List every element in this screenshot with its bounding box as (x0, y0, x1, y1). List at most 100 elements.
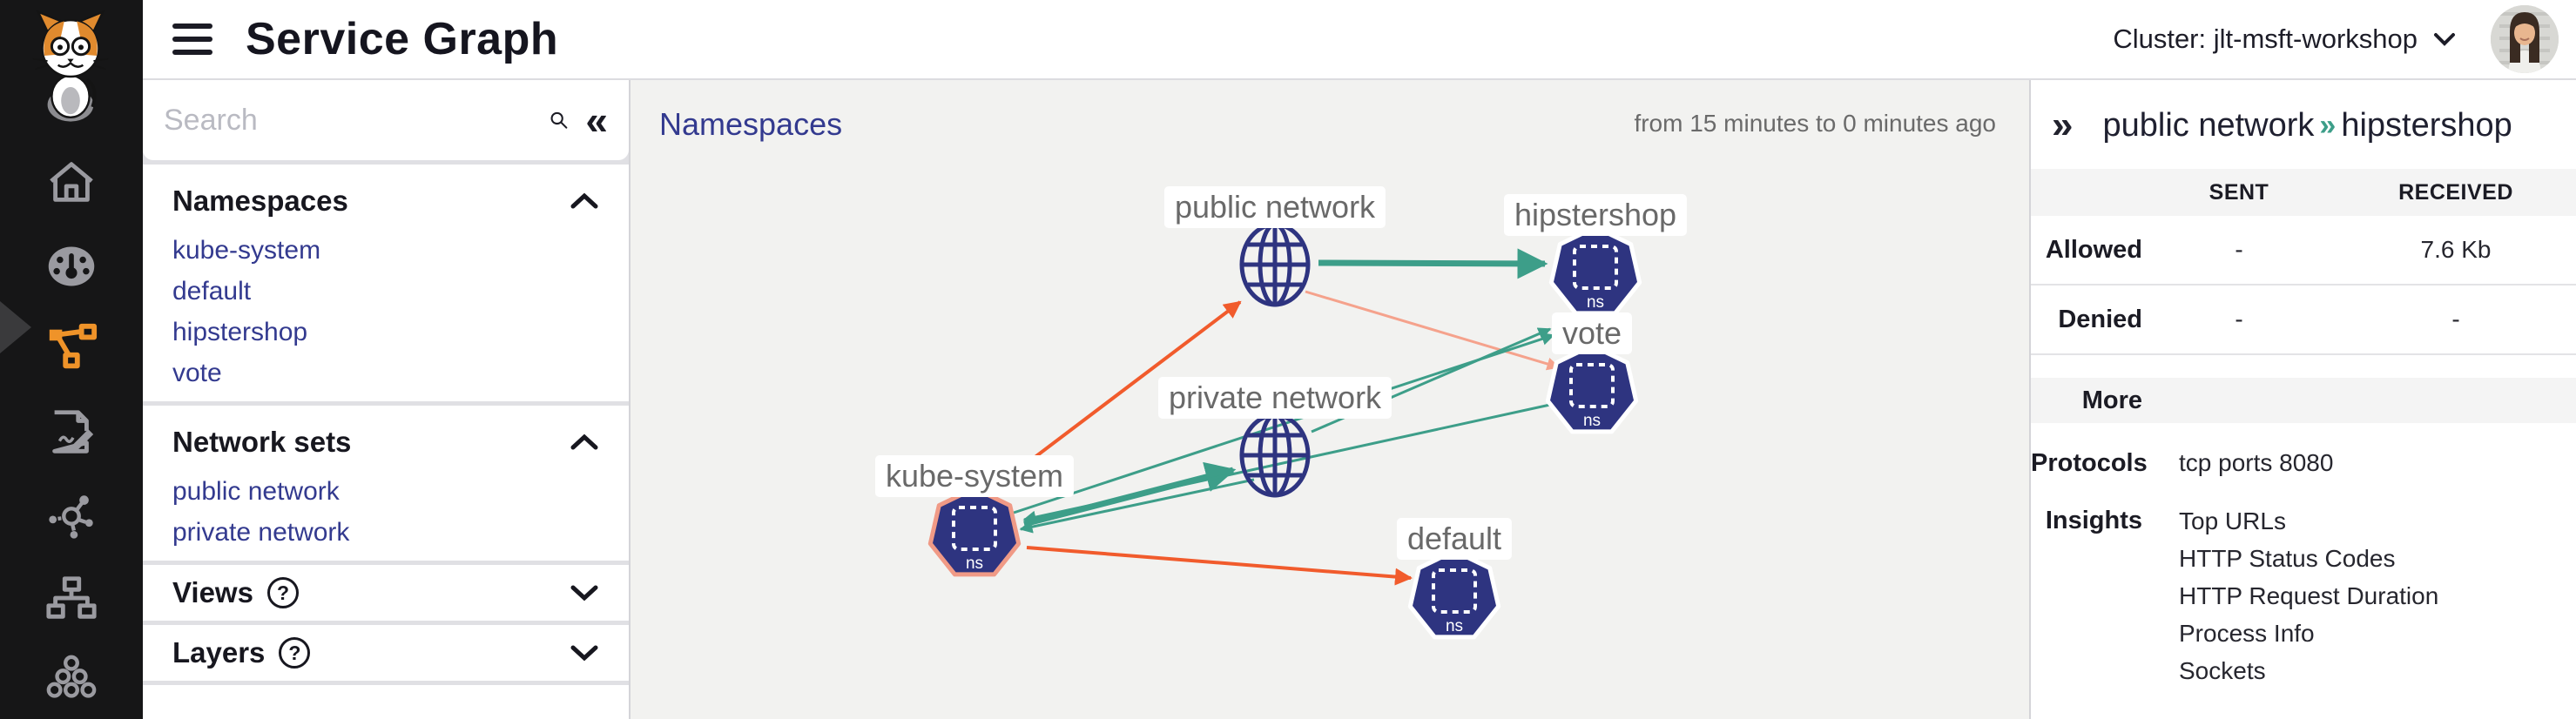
nav-clusters-icon[interactable] (44, 652, 99, 708)
sidebar-item-default[interactable]: default (172, 277, 252, 306)
namespaces-section-header[interactable]: Namespaces (143, 173, 629, 229)
views-section: Views ? (143, 565, 629, 621)
breadcrumb-source[interactable]: public network (2102, 106, 2315, 144)
search-bar: « (143, 80, 629, 160)
search-input[interactable] (164, 103, 550, 138)
active-nav-notch (0, 301, 31, 353)
section-label: Namespaces (172, 185, 348, 217)
node-label-layer: public network hipstershop vote private net… (631, 80, 2029, 719)
section-label: Views (172, 576, 253, 608)
table-row-allowed: Allowed - 7.6 Kb (2031, 216, 2576, 286)
time-range-label: from 15 minutes to 0 minutes ago (1634, 110, 1996, 137)
chevron-down-icon (570, 644, 599, 662)
sidebar-item-vote[interactable]: vote (172, 359, 222, 387)
insight-http-request-duration: HTTP Request Duration (2179, 582, 2439, 609)
column-received: RECEIVED (2398, 179, 2513, 205)
page-title: Service Graph (246, 14, 559, 64)
column-sent: SENT (2208, 179, 2269, 205)
svg-text:ns: ns (1587, 293, 1604, 312)
search-icon[interactable] (550, 102, 568, 138)
protocols-value: tcp ports 8080 (2179, 449, 2334, 476)
chevron-up-icon (570, 192, 599, 210)
user-avatar[interactable] (2491, 5, 2559, 73)
layers-section: Layers ? (143, 625, 629, 681)
edge-private-network-to-kube-system (1019, 478, 1255, 534)
graph-node-private-network[interactable] (1239, 413, 1311, 498)
hamburger-menu-icon[interactable] (167, 18, 218, 60)
chevron-down-icon (2434, 33, 2455, 46)
graph-svg: ns ns ns ns (927, 222, 1642, 640)
sidebar-item-hipstershop[interactable]: hipstershop (172, 318, 308, 346)
row-label: Denied (2058, 305, 2142, 333)
nav-reports-icon[interactable] (44, 405, 99, 460)
cluster-selector[interactable]: Cluster: jlt-msft-workshop (2113, 24, 2456, 55)
svg-text:ns: ns (966, 554, 983, 573)
protocols-label: Protocols (2031, 449, 2148, 477)
graph-nodes: ns ns ns ns (927, 222, 1642, 640)
collapse-panel-icon[interactable]: « (585, 97, 608, 143)
help-icon[interactable]: ? (266, 577, 299, 608)
edge-public-network-to-hipstershop (1318, 248, 1548, 279)
canvas-view-label: Namespaces (659, 106, 843, 142)
denied-received-value: - (2451, 306, 2460, 333)
graph-node-public-network[interactable] (1239, 222, 1311, 307)
denied-sent-value: - (2235, 306, 2243, 333)
nav-dashboard-icon[interactable] (44, 239, 99, 294)
sidebar-filler (143, 685, 629, 719)
expand-panel-icon[interactable]: » (2052, 104, 2074, 146)
namespaces-section: Namespaces kube-system default hipstersh… (143, 165, 629, 401)
graph-node-vote[interactable]: ns (1545, 343, 1639, 434)
node-label-vote[interactable]: vote (1551, 312, 1633, 354)
svg-text:ns: ns (1583, 412, 1601, 430)
node-label-kube-system[interactable]: kube-system (874, 455, 1075, 497)
network-sets-section-header[interactable]: Network sets (143, 414, 629, 470)
more-section-header[interactable]: More (2031, 378, 2576, 423)
nav-flows-icon[interactable] (44, 488, 99, 544)
protocols-row: Protocols tcp ports 8080 (2031, 449, 2576, 478)
svg-text:ns: ns (1446, 617, 1463, 635)
row-label: Allowed (2045, 235, 2142, 264)
insight-http-status-codes: HTTP Status Codes (2179, 545, 2396, 572)
breadcrumb-separator-icon: » (2319, 108, 2337, 142)
graph-node-hipstershop[interactable]: ns (1548, 225, 1642, 316)
allowed-sent-value: - (2235, 236, 2243, 263)
insights-label: Insights (2045, 507, 2142, 534)
traffic-table-header: SENT RECEIVED (2031, 169, 2576, 216)
breadcrumb-target[interactable]: hipstershop (2341, 106, 2512, 144)
node-label-hipstershop[interactable]: hipstershop (1503, 194, 1688, 236)
breadcrumb: » public network » hipstershop (2031, 80, 2576, 144)
service-graph-canvas: ns ns ns ns public network hipstershop vote pr… (631, 80, 2029, 719)
help-icon[interactable]: ? (279, 637, 311, 669)
top-header: Service Graph Cluster: jlt-msft-workshop (143, 0, 2576, 80)
graph-node-default[interactable]: ns (1407, 548, 1501, 640)
node-label-public-network[interactable]: public network (1163, 186, 1386, 228)
chevron-down-icon (570, 584, 599, 601)
insight-top-urls: Top URLs (2179, 507, 2286, 534)
insights-row: Insights Top URLs HTTP Status Codes HTTP… (2031, 502, 2576, 689)
section-label: Network sets (172, 426, 352, 458)
details-panel: » public network » hipstershop SENT RECE… (2029, 80, 2576, 719)
insight-process-info: Process Info (2179, 620, 2315, 647)
layers-section-header[interactable]: Layers ? (143, 625, 629, 681)
sidebar-item-kube-system[interactable]: kube-system (172, 236, 321, 265)
edge-public-network-to-vote (1305, 290, 1561, 371)
node-label-private-network[interactable]: private network (1157, 377, 1393, 419)
network-sets-section: Network sets public network private netw… (143, 406, 629, 561)
tigera-cat-logo[interactable] (16, 9, 125, 124)
nav-service-graph-icon[interactable] (44, 320, 99, 376)
edge-vote-to-kube-system (1022, 400, 1567, 524)
sidebar-item-private-network[interactable]: private network (172, 518, 350, 547)
cluster-selector-label: Cluster: jlt-msft-workshop (2113, 24, 2418, 54)
views-section-header[interactable]: Views ? (143, 565, 629, 621)
edge-kube-system-to-default (1026, 546, 1413, 586)
nav-hierarchy-icon[interactable] (44, 571, 99, 627)
more-label: More (2081, 386, 2142, 414)
node-label-default[interactable]: default (1396, 518, 1513, 560)
table-row-denied: Denied - - (2031, 286, 2576, 355)
nav-rail (0, 0, 143, 719)
sidebar-item-public-network[interactable]: public network (172, 477, 340, 506)
insight-sockets: Sockets (2179, 657, 2266, 684)
nav-home-icon[interactable] (44, 155, 99, 211)
filter-sidebar: « Namespaces kube-system default hipster… (143, 80, 631, 719)
graph-node-kube-system[interactable]: ns (927, 486, 1022, 577)
